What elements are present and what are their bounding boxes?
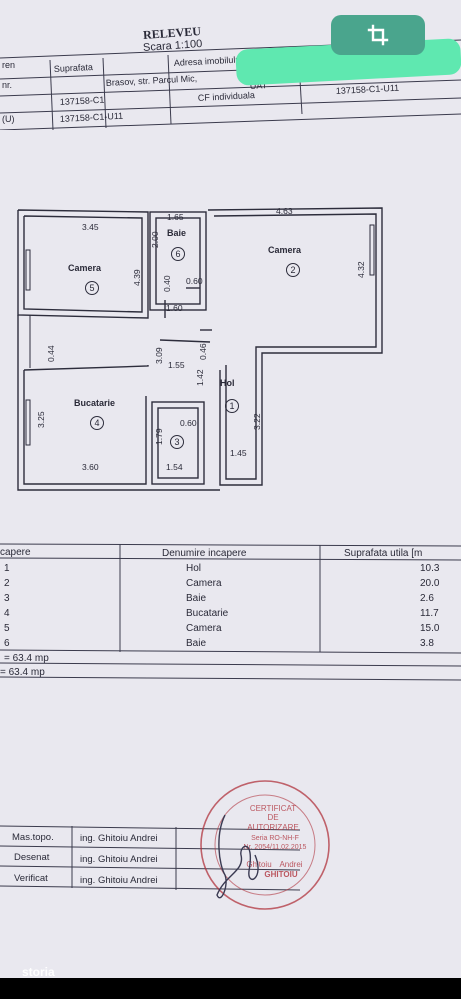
signatures-table: Mas.topo. ing. Ghitoiu Andrei Desenat in…: [0, 825, 301, 891]
table-cell-name: Bucatarie: [186, 608, 229, 619]
table-cell-name: Camera: [186, 623, 222, 634]
signature-role: Mas.topo.: [12, 832, 54, 843]
header-cell: Suprafata: [54, 62, 94, 74]
dimension-label: 4.32: [356, 261, 366, 278]
table-cell-nr: 6: [4, 638, 10, 649]
room-number: 4: [94, 418, 99, 428]
table-cell-nr: 2: [4, 578, 10, 589]
dimension-label: 1.45: [230, 448, 247, 458]
room-number: 5: [89, 283, 94, 293]
header-cell: 137158-C1-U11: [60, 111, 124, 124]
table-cell-nr: 4: [4, 608, 10, 619]
dimension-label: 4.39: [132, 269, 142, 286]
table-cell-area: 15.0: [420, 623, 440, 634]
table-cell-name: Baie: [186, 593, 206, 604]
table-cell-area: 10.3: [420, 563, 440, 574]
table-header: Suprafata utila [m: [344, 548, 422, 559]
stamp-text: AUTORIZARE: [247, 823, 298, 832]
table-cell-area: 2.6: [420, 593, 434, 604]
table-cell-area: 20.0: [420, 578, 440, 589]
dimension-label: 2.00: [150, 231, 160, 248]
header-cell: 137158-C1-U11: [336, 83, 400, 96]
stamp-text: DE: [267, 813, 278, 822]
dimension-label: 3.09: [154, 347, 164, 364]
header-cell: UAT: [250, 80, 268, 91]
certification-stamp: CERTIFICAT DE AUTORIZARE Seria RO-NH-F N…: [200, 780, 330, 910]
handwritten-signature: [216, 814, 259, 899]
floor-plan: 3.45 1.65 4.63 2.00 4.39 0.40 0.60 1.60 …: [17, 206, 383, 491]
header-cell: Brasov, str. Parcul Mic,: [106, 73, 198, 88]
room-number: 2: [290, 265, 295, 275]
dimension-label: 1.42: [195, 369, 205, 386]
table-cell-name: Baie: [186, 638, 206, 649]
room-label: Camera: [268, 245, 302, 255]
dimension-label: 0.46: [198, 343, 208, 360]
dimension-label: 0.40: [162, 275, 172, 292]
table-cell-nr: 1: [4, 563, 10, 574]
dimension-label: 3.45: [82, 222, 99, 232]
header-cell: ren: [2, 60, 15, 70]
dimension-label: 1.65: [167, 212, 184, 222]
dimension-label: 4.63: [276, 206, 293, 216]
dimension-label: 1.60: [166, 303, 183, 313]
table-cell-name: Hol: [186, 563, 201, 574]
dimension-label: 1.55: [168, 360, 185, 370]
signature-role: Desenat: [14, 852, 50, 863]
table-header: capere: [0, 547, 31, 558]
dimension-label: 1.54: [166, 462, 183, 472]
table-cell-nr: 3: [4, 593, 10, 604]
header-cell: 137158-C1: [60, 95, 105, 107]
document-page: RELEVEU Scara 1:100 ren Suprafata Adresa…: [0, 15, 461, 910]
stamp-text: Ghitoiu: [246, 860, 271, 869]
crop-icon: [367, 24, 389, 46]
room-label: Bucatarie: [74, 398, 115, 408]
stamp-text: GHITOIU: [264, 870, 297, 879]
signature-name: ing. Ghitoiu Andrei: [80, 833, 158, 844]
stamp-text: Andrei: [279, 860, 302, 869]
room-label: Hol: [220, 378, 235, 388]
header-cell: Adresa imobilului: [174, 54, 243, 68]
header-cell: nr.: [2, 80, 12, 90]
signature-role: Verificat: [14, 873, 48, 884]
dimension-label: 0.60: [186, 276, 203, 286]
table-cell-name: Camera: [186, 578, 222, 589]
table-header: Denumire incapere: [162, 548, 247, 559]
dimension-label: 0.60: [180, 418, 197, 428]
bottom-bar: [0, 978, 461, 999]
room-number: 6: [175, 249, 180, 259]
total-area: = 63.4 mp: [4, 653, 49, 664]
table-cell-nr: 5: [4, 623, 10, 634]
total-area: = 63.4 mp: [0, 667, 45, 678]
room-label: Baie: [167, 228, 186, 238]
dimension-label: 1.79: [154, 428, 164, 445]
header-cell: (U): [2, 114, 15, 124]
table-cell-area: 3.8: [420, 638, 434, 649]
header-cell: CF individuala: [198, 90, 255, 103]
dimension-label: 3.60: [82, 462, 99, 472]
storia-logo: storia: [22, 965, 55, 979]
dimension-label: 0.44: [46, 345, 56, 362]
header-table: ren Suprafata Adresa imobilului nr. Bras…: [0, 39, 461, 130]
stamp-text: Seria RO-NH-F: [251, 835, 299, 842]
signature-name: ing. Ghitoiu Andrei: [80, 875, 158, 886]
crop-button[interactable]: [331, 15, 425, 55]
room-number: 3: [174, 437, 179, 447]
table-cell-area: 11.7: [420, 608, 439, 619]
room-label: Camera: [68, 263, 102, 273]
stamp-text: Nr. 2054/11.02.2015: [244, 844, 307, 851]
stamp-text: CERTIFICAT: [250, 804, 296, 813]
signature-name: ing. Ghitoiu Andrei: [80, 854, 158, 865]
rooms-table: capere Denumire incapere Suprafata utila…: [0, 543, 461, 681]
dimension-label: 3.22: [252, 413, 262, 430]
dimension-label: 3.25: [36, 411, 46, 428]
room-number: 1: [229, 401, 234, 411]
